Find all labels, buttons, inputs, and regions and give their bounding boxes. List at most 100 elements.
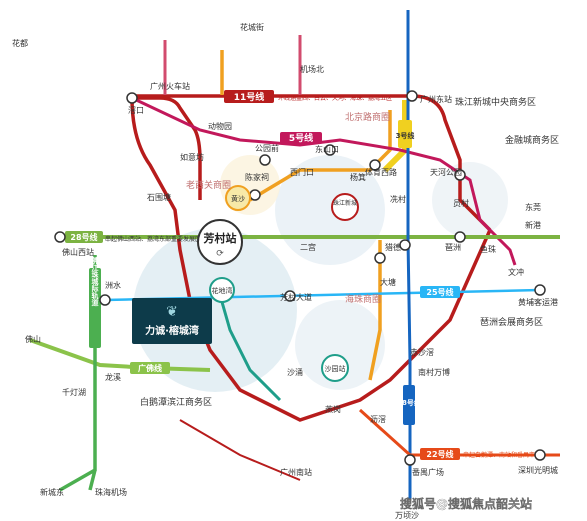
- svg-text:28号线: 28号线: [70, 232, 97, 242]
- svg-text:广州东站: 广州东站: [420, 94, 452, 104]
- svg-text:杨箕: 杨箕: [350, 172, 366, 182]
- svg-text:新城东: 新城东: [40, 487, 64, 497]
- guangfo-jiangzhu-badge: 广佛江珠城际轨道: [89, 249, 101, 348]
- promo-logo-icon: ❦: [166, 304, 178, 320]
- svg-text:11号线: 11号线: [234, 91, 265, 103]
- svg-text:鱼珠: 鱼珠: [480, 244, 496, 254]
- svg-text:天河公园: 天河公园: [430, 167, 462, 177]
- svg-text:体育西路: 体育西路: [365, 167, 397, 177]
- line-2: [163, 35, 302, 95]
- line-18: [406, 10, 412, 500]
- svg-text:金融城商务区: 金融城商务区: [505, 134, 559, 146]
- svg-text:18号线: 18号线: [397, 398, 421, 407]
- svg-text:海珠商圈: 海珠商圈: [345, 293, 381, 305]
- svg-text:文冲: 文冲: [508, 267, 524, 277]
- line-22-desc: 串起白鹅潭、南站和番禺市: [463, 451, 535, 459]
- svg-text:广州火车站: 广州火车站: [150, 81, 190, 91]
- line-guangfo: [29, 338, 211, 372]
- line-5-badge: 5号线: [280, 132, 322, 144]
- line-11-south: [188, 229, 492, 422]
- svg-text:花地湾: 花地湾: [212, 286, 233, 295]
- svg-text:陈家祠: 陈家祠: [245, 172, 269, 182]
- line-8: [218, 294, 282, 402]
- svg-text:石围塘: 石围塘: [147, 192, 171, 202]
- svg-text:动物园: 动物园: [208, 121, 232, 131]
- svg-text:千灯湖: 千灯湖: [62, 387, 86, 397]
- line-18-badge: 18号线: [397, 385, 421, 425]
- svg-text:广佛江珠城际轨道: 广佛江珠城际轨道: [91, 249, 100, 307]
- transfer-icon: ⟳: [216, 249, 224, 259]
- svg-text:冼村: 冼村: [390, 194, 406, 204]
- svg-text:东山口: 东山口: [315, 144, 339, 154]
- line-28-badge: 28号线: [65, 231, 103, 243]
- svg-text:西门口: 西门口: [290, 167, 314, 177]
- svg-text:珠海机场: 珠海机场: [95, 487, 127, 497]
- svg-text:老西关商圈: 老西关商圈: [186, 179, 231, 191]
- svg-text:东莞: 东莞: [525, 202, 541, 212]
- svg-text:芳村大道: 芳村大道: [280, 292, 312, 302]
- line-22-badge: 22号线: [420, 448, 460, 460]
- svg-text:深圳光明城: 深圳光明城: [518, 465, 558, 475]
- line-22: [358, 408, 560, 457]
- svg-text:滘口: 滘口: [128, 106, 144, 115]
- line-3: [220, 50, 392, 381]
- svg-text:员村: 员村: [453, 198, 469, 208]
- huangsha-node: 黄沙: [225, 185, 251, 211]
- guangfo-badge: 广佛线: [130, 362, 170, 374]
- svg-text:沙涌: 沙涌: [287, 367, 303, 377]
- line-25-badge: 25号线: [420, 286, 460, 298]
- svg-text:南村万博: 南村万博: [418, 367, 450, 377]
- svg-text:芳村站: 芳村站: [204, 231, 237, 245]
- svg-text:黄沙: 黄沙: [231, 194, 245, 203]
- svg-text:公园前: 公园前: [255, 143, 279, 153]
- svg-text:燕岗: 燕岗: [325, 404, 341, 414]
- watermark: 搜狐号@搜狐焦点韶关站: [400, 496, 532, 511]
- svg-text:万顷沙: 万顷沙: [395, 511, 419, 520]
- svg-text:白鹅潭滨江商务区: 白鹅潭滨江商务区: [140, 396, 212, 408]
- line-5: [131, 96, 517, 266]
- huadiwan-node: 花地湾: [209, 277, 235, 303]
- svg-text:北京路商圈: 北京路商圈: [345, 111, 390, 123]
- svg-text:琶洲会展商务区: 琶洲会展商务区: [480, 316, 543, 328]
- fangcun-station: 芳村站 ⟳: [197, 219, 243, 265]
- svg-text:大塘: 大塘: [380, 277, 396, 287]
- svg-text:广佛线: 广佛线: [138, 363, 162, 373]
- svg-text:番禺广场: 番禺广场: [412, 467, 444, 477]
- interchange-markers: [54, 90, 546, 466]
- line-11-desc: 环线涵盖西、白云、天河、海珠、荔湾五区: [278, 94, 392, 102]
- svg-text:二宫: 二宫: [300, 242, 316, 252]
- svg-text:花城街: 花城街: [240, 22, 264, 32]
- promo-box: ❦ 力诚·榕城湾: [132, 298, 212, 344]
- svg-text:力诚·榕城湾: 力诚·榕城湾: [145, 324, 199, 337]
- line-28-desc: 串起佛山西站、荔湾东部重要发展区: [105, 235, 201, 243]
- svg-text:琶洲: 琶洲: [445, 243, 461, 252]
- svg-text:佛山: 佛山: [25, 334, 41, 344]
- svg-text:黄埔客运港: 黄埔客运港: [518, 297, 558, 307]
- svg-text:25号线: 25号线: [426, 287, 453, 297]
- svg-text:沥滘: 沥滘: [370, 415, 386, 424]
- zhujiang-xincheng-node: 珠江新城: [331, 193, 359, 221]
- svg-text:花都: 花都: [12, 38, 28, 48]
- svg-text:机场北: 机场北: [300, 64, 324, 74]
- line-11-badge: 11号线: [224, 90, 274, 103]
- shayuan-node: 沙园站: [321, 354, 349, 382]
- svg-text:3号线: 3号线: [396, 131, 415, 140]
- svg-text:5号线: 5号线: [289, 132, 313, 144]
- svg-text:沙园站: 沙园站: [325, 364, 346, 373]
- svg-text:珠江新城中央商务区: 珠江新城中央商务区: [455, 96, 536, 108]
- svg-text:洲水: 洲水: [105, 280, 121, 290]
- svg-text:广州南站: 广州南站: [280, 467, 312, 477]
- svg-text:如意坊: 如意坊: [180, 152, 204, 162]
- line-3-badge: 3号线: [396, 120, 415, 148]
- svg-text:龙溪: 龙溪: [105, 372, 121, 382]
- svg-text:猎德: 猎德: [385, 242, 401, 252]
- svg-text:佛山西站: 佛山西站: [62, 247, 94, 257]
- station-labels: 花都 花城街 机场北 广州火车站 广州东站 滘口 动物园 珠江新城中央商务区 金…: [12, 22, 559, 520]
- svg-text:珠江新城: 珠江新城: [333, 199, 357, 207]
- svg-text:22号线: 22号线: [426, 449, 453, 459]
- line-south-branch: [179, 419, 301, 481]
- svg-text:赤沙滘: 赤沙滘: [410, 348, 434, 357]
- svg-text:新港: 新港: [525, 220, 541, 230]
- line-11-loop: [130, 96, 202, 301]
